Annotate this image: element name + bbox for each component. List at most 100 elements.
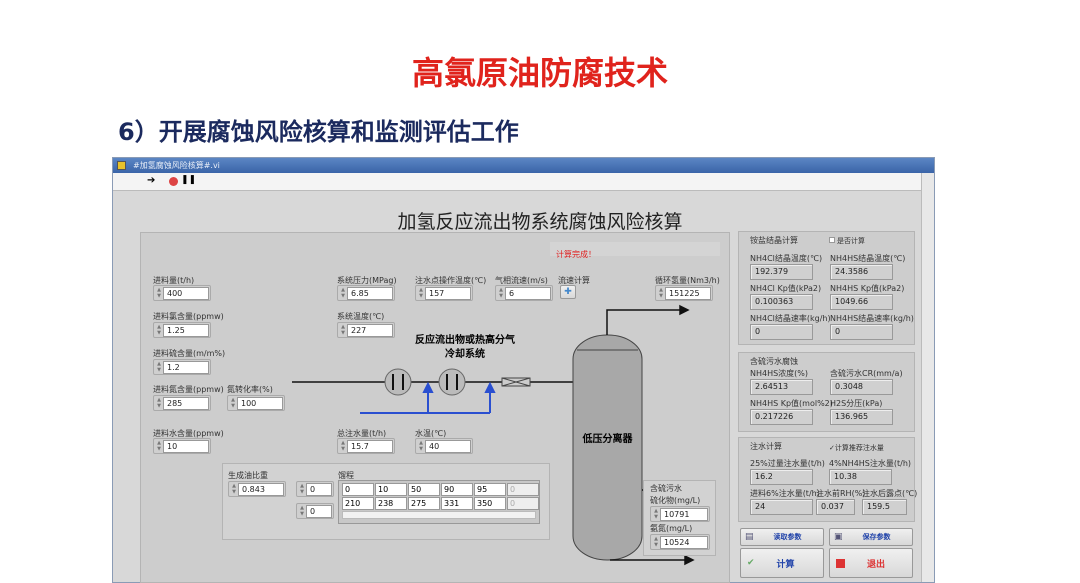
spinner-arrows-icon[interactable]: ▲▼: [654, 508, 658, 520]
sys-temp-input[interactable]: 227: [347, 323, 393, 337]
spinner-arrows-icon[interactable]: ▲▼: [341, 287, 345, 299]
recommend-water-checkbox[interactable]: ✓计算推荐注水量: [829, 443, 884, 453]
abort-icon[interactable]: [169, 177, 178, 186]
run-arrow-icon[interactable]: ➔: [147, 175, 156, 186]
feed-rate-input[interactable]: 400: [163, 286, 209, 300]
feed-n-input[interactable]: 285: [163, 396, 209, 410]
read-params-button[interactable]: ▤读取参数: [740, 528, 824, 546]
distillation-cell[interactable]: 0: [342, 483, 374, 496]
water-temp-input[interactable]: 40: [425, 439, 471, 453]
spinner-arrows-icon[interactable]: ▲▼: [231, 397, 235, 409]
sour-water-title-label: 含硫污水: [650, 484, 682, 493]
check-icon: ✔: [747, 558, 755, 568]
feed-water-input[interactable]: 10: [163, 439, 209, 453]
velocity-calc-button[interactable]: ✚: [560, 285, 576, 299]
spinner-arrows-icon[interactable]: ▲▼: [341, 440, 345, 452]
corrosion-field-value: 2.64513: [750, 379, 813, 395]
feed-s-control[interactable]: ▲▼1.2: [153, 359, 211, 375]
sys-temp-control[interactable]: ▲▼227: [337, 322, 395, 338]
spinner-arrows-icon[interactable]: ▲▼: [157, 361, 161, 373]
water-field-label: 注水前RH(%): [816, 489, 866, 498]
salt-field-value: 0: [830, 324, 893, 340]
distillation-cell[interactable]: 0: [507, 497, 539, 510]
water-temp-control[interactable]: ▲▼40: [415, 438, 473, 454]
spinner-arrows-icon[interactable]: ▲▼: [157, 287, 161, 299]
checkbox-icon[interactable]: [829, 237, 835, 243]
ammonia-control[interactable]: ▲▼10524: [650, 534, 710, 550]
oil-gravity-input[interactable]: 0.843: [238, 482, 284, 496]
calculate-button[interactable]: ✔计算: [740, 548, 824, 578]
distillation-cell[interactable]: 95: [474, 483, 506, 496]
distillation-cell[interactable]: 350: [474, 497, 506, 510]
pause-icon[interactable]: ❚❚: [181, 175, 197, 185]
distillation-cell[interactable]: 90: [441, 483, 473, 496]
separator-label: 低压分离器: [582, 434, 633, 445]
ammonia-input[interactable]: 10524: [660, 535, 708, 549]
salt-field-value: 24.3586: [830, 264, 893, 280]
feed-cl-control[interactable]: ▲▼1.25: [153, 322, 211, 338]
water-temp-label: 水温(℃): [415, 429, 447, 438]
total-water-control[interactable]: ▲▼15.7: [337, 438, 395, 454]
spinner-arrows-icon[interactable]: ▲▼: [300, 483, 304, 495]
row-index-input[interactable]: 0: [306, 482, 332, 496]
spinner-arrows-icon[interactable]: ▲▼: [157, 324, 161, 336]
feed-rate-control[interactable]: ▲▼400: [153, 285, 211, 301]
sys-pressure-input[interactable]: 6.85: [347, 286, 393, 300]
spinner-arrows-icon[interactable]: ▲▼: [232, 483, 236, 495]
total-water-label: 总注水量(t/h): [337, 429, 387, 438]
exit-button[interactable]: 退出: [829, 548, 913, 578]
inj-temp-control[interactable]: ▲▼157: [415, 285, 473, 301]
total-water-input[interactable]: 15.7: [347, 439, 393, 453]
spinner-arrows-icon[interactable]: ▲▼: [499, 287, 503, 299]
spinner-arrows-icon[interactable]: ▲▼: [300, 505, 304, 517]
window-titlebar: #加氢腐蚀风险核算#.vi: [113, 158, 934, 173]
recycle-h2-input[interactable]: 151225: [665, 286, 711, 300]
feed-n-control[interactable]: ▲▼285: [153, 395, 211, 411]
table-hscrollbar[interactable]: [342, 511, 536, 519]
process-diagram: [292, 304, 695, 566]
distillation-cell[interactable]: 0: [507, 483, 539, 496]
distillation-cell[interactable]: 331: [441, 497, 473, 510]
sulfide-control[interactable]: ▲▼10791: [650, 506, 710, 522]
checkmark-icon[interactable]: ✓: [829, 444, 835, 452]
vertical-scrollbar[interactable]: [921, 173, 934, 582]
spinner-arrows-icon[interactable]: ▲▼: [341, 324, 345, 336]
status-bar: 计算完成！: [550, 242, 720, 259]
gas-velocity-control[interactable]: ▲▼6: [495, 285, 553, 301]
spinner-arrows-icon[interactable]: ▲▼: [157, 440, 161, 452]
sys-pressure-control[interactable]: ▲▼6.85: [337, 285, 395, 301]
gas-velocity-input[interactable]: 6: [505, 286, 551, 300]
sulfide-input[interactable]: 10791: [660, 507, 708, 521]
distillation-cell[interactable]: 50: [408, 483, 440, 496]
col-index-input[interactable]: 0: [306, 504, 332, 518]
distillation-cell[interactable]: 210: [342, 497, 374, 510]
inj-temp-input[interactable]: 157: [425, 286, 471, 300]
col-index-control[interactable]: ▲▼0: [296, 503, 334, 519]
distillation-cell[interactable]: 275: [408, 497, 440, 510]
stop-icon: [836, 558, 845, 568]
row-index-control[interactable]: ▲▼0: [296, 481, 334, 497]
feed-water-label: 进料水含量(ppmw): [153, 429, 224, 438]
oil-gravity-control[interactable]: ▲▼0.843: [228, 481, 286, 497]
recycle-h2-control[interactable]: ▲▼151225: [655, 285, 713, 301]
n-conv-input[interactable]: 100: [237, 396, 283, 410]
spinner-arrows-icon[interactable]: ▲▼: [654, 536, 658, 548]
save-params-button[interactable]: ▣保存参数: [829, 528, 913, 546]
n-conv-control[interactable]: ▲▼100: [227, 395, 285, 411]
water-field-label: 25%过量注水量(t/h): [750, 459, 825, 468]
distillation-cell[interactable]: 238: [375, 497, 407, 510]
spinner-arrows-icon[interactable]: ▲▼: [659, 287, 663, 299]
feed-water-control[interactable]: ▲▼10: [153, 438, 211, 454]
spinner-arrows-icon[interactable]: ▲▼: [157, 397, 161, 409]
corrosion-field-value: 0.217226: [750, 409, 813, 425]
water-panel-title-label: 注水计算: [750, 442, 782, 451]
feed-cl-input[interactable]: 1.25: [163, 323, 209, 337]
feed-s-input[interactable]: 1.2: [163, 360, 209, 374]
salt-calc-checkbox[interactable]: 是否计算: [829, 236, 865, 246]
spinner-arrows-icon[interactable]: ▲▼: [419, 287, 423, 299]
water-field-label: 4%NH4HS注水量(t/h): [829, 459, 912, 468]
distillation-cell[interactable]: 10: [375, 483, 407, 496]
spinner-arrows-icon[interactable]: ▲▼: [419, 440, 423, 452]
feed-cl-label: 进料氯含量(ppmw): [153, 312, 224, 321]
